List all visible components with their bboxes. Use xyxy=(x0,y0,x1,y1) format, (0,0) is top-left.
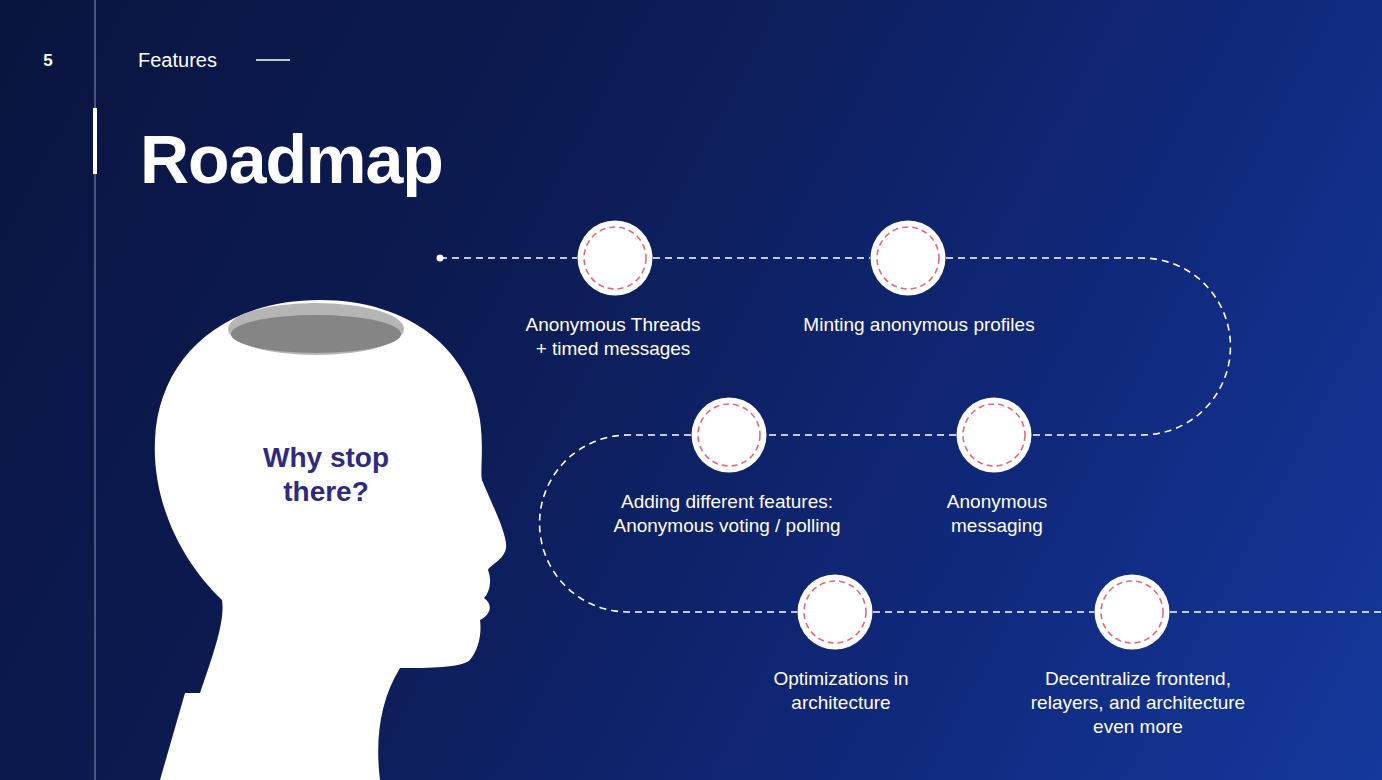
head-label-wrap: Why stop there? xyxy=(241,441,411,509)
milestone-ring xyxy=(963,404,1025,466)
milestone-disc xyxy=(957,398,1032,473)
milestone-label: Anonymous Threads + timed messages xyxy=(522,313,704,361)
milestone-disc xyxy=(1095,575,1170,650)
milestone-label-wrap: Minting anonymous profiles xyxy=(779,313,1059,337)
milestone-label-wrap: Adding different features: Anonymous vot… xyxy=(607,490,847,538)
milestone-label-wrap: Anonymous messaging xyxy=(932,490,1062,538)
milestone-label: Adding different features: Anonymous vot… xyxy=(607,490,847,538)
slide-number: 5 xyxy=(36,49,60,73)
roadmap-path xyxy=(767,434,956,436)
milestone-disc xyxy=(871,221,946,296)
milestone-ring xyxy=(1101,581,1163,643)
milestone-shape xyxy=(577,220,653,296)
milestone-shape xyxy=(797,574,873,650)
milestone-ring xyxy=(877,227,939,289)
milestone-node: Minting anonymous profiles xyxy=(870,220,946,296)
milestone-shape xyxy=(691,397,767,473)
head-opening xyxy=(231,315,401,353)
accent-bar xyxy=(93,108,97,174)
milestone-label: Anonymous messaging xyxy=(932,490,1062,538)
milestone-node: Optimizations in architecture xyxy=(797,574,873,650)
milestone-shape xyxy=(870,220,946,296)
milestone-disc xyxy=(798,575,873,650)
milestone-label-wrap: Anonymous Threads + timed messages xyxy=(522,313,704,361)
milestone-ring xyxy=(584,227,646,289)
milestone-label-wrap: Optimizations in architecture xyxy=(761,667,921,715)
slide-title: Roadmap xyxy=(140,125,443,193)
head-opening-rim xyxy=(228,303,404,355)
milestone-shape xyxy=(1094,574,1170,650)
milestone-node: Adding different features: Anonymous vot… xyxy=(691,397,767,473)
milestone-label: Optimizations in architecture xyxy=(761,667,921,715)
milestone-disc xyxy=(578,221,653,296)
milestone-node: Anonymous Threads + timed messages xyxy=(577,220,653,296)
path-lead-in xyxy=(440,257,577,259)
head-outline xyxy=(155,300,506,780)
head-question: Why stop there? xyxy=(241,441,411,509)
milestone-label-wrap: Decentralize frontend, relayers, and arc… xyxy=(1023,667,1253,739)
milestone-node: Anonymous messaging xyxy=(956,397,1032,473)
roadmap-path xyxy=(873,611,1094,613)
head-shape xyxy=(150,298,512,780)
milestone-ring xyxy=(698,404,760,466)
milestone-node: Decentralize frontend, relayers, and arc… xyxy=(1094,574,1170,650)
path-tail xyxy=(1170,611,1382,613)
milestone-ring xyxy=(804,581,866,643)
milestone-label: Minting anonymous profiles xyxy=(779,313,1059,337)
roadmap-path xyxy=(653,257,870,259)
milestone-label: Decentralize frontend, relayers, and arc… xyxy=(1023,667,1253,739)
milestone-disc xyxy=(692,398,767,473)
section-label: Features xyxy=(138,48,248,72)
head-silhouette: Why stop there? xyxy=(150,298,512,780)
header-dash xyxy=(256,59,290,61)
milestone-shape xyxy=(956,397,1032,473)
